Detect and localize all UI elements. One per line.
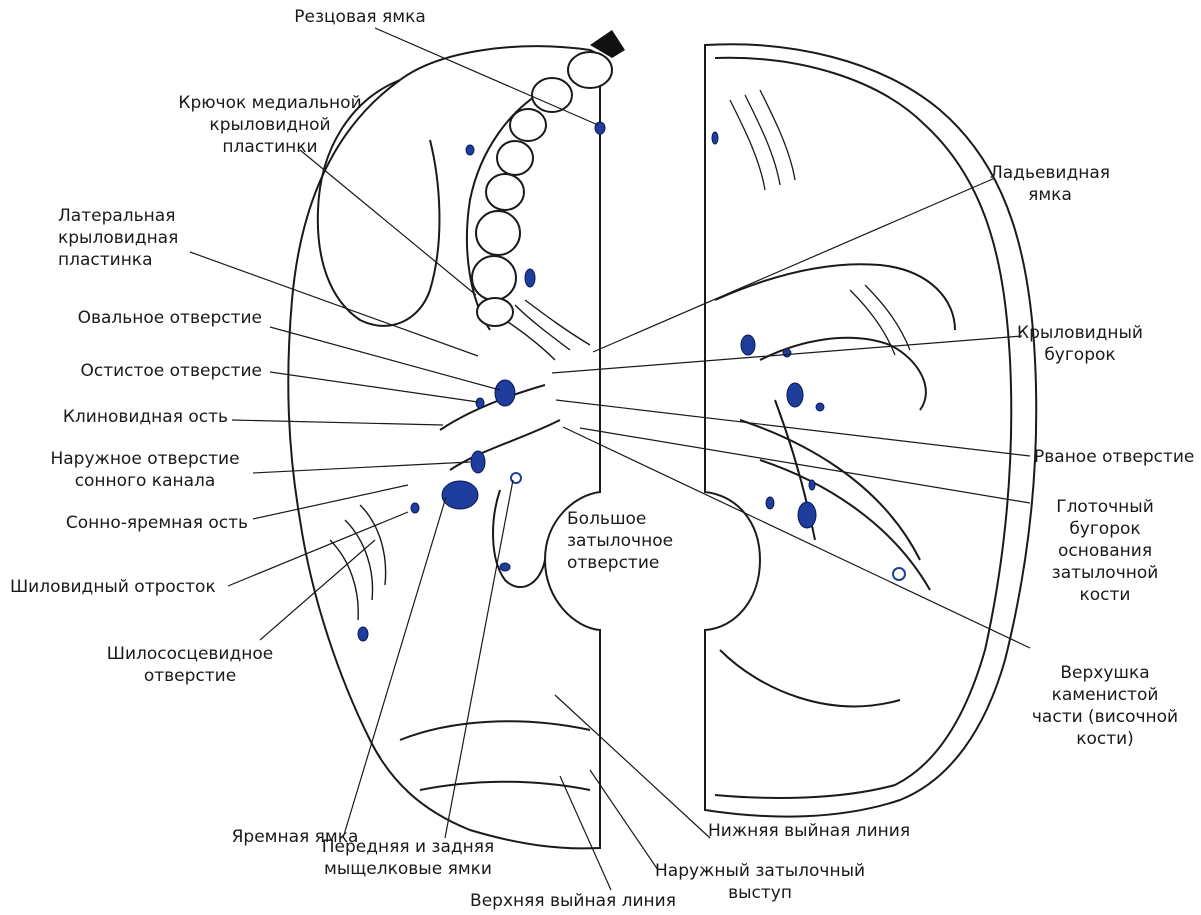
label-foramen-ovale: Овальное отверстие xyxy=(30,307,262,329)
label-pterygoid-tubercle: Крыловидный бугорок xyxy=(1010,322,1150,366)
label-lateral-plate: Латеральная крыловидная пластинка xyxy=(58,205,238,271)
right-hatching xyxy=(730,90,910,355)
label-scaphoid-fossa: Ладьевидная ямка xyxy=(970,162,1130,206)
label-sphenoid-spine: Клиновидная ость xyxy=(20,406,228,428)
right-skull-half xyxy=(705,44,1036,816)
right-skull-outline xyxy=(705,44,1036,816)
label-foramen-lacerum: Рваное отверстие xyxy=(1034,446,1199,468)
label-external-occipital-protuberance: Наружный затылочный выступ xyxy=(655,860,865,904)
label-condylar-fossae: Передняя и задняя мыщелковые ямки xyxy=(318,836,498,880)
left-occipital-condyle xyxy=(493,490,545,587)
label-stylomastoid-foramen: Шилососцевидное отверстие xyxy=(90,643,290,687)
label-foramen-magnum: Большое затылочное отверстие xyxy=(567,508,697,574)
label-styloid-process: Шиловидный отросток xyxy=(10,576,230,598)
label-caroticojugular-spine: Сонно-яремная ость xyxy=(2,512,248,534)
label-hamulus: Крючок медиальной крыловидной пластинки xyxy=(160,92,380,158)
label-petrous-apex: Верхушка каменистой части (височной кост… xyxy=(1020,662,1190,750)
left-pterygoid-region xyxy=(505,300,590,360)
label-carotid-canal: Наружное отверстие сонного канала xyxy=(40,448,250,492)
label-incisive-fossa: Резцовая ямка xyxy=(245,6,475,28)
teeth-row xyxy=(472,52,612,326)
right-lesser-wing xyxy=(715,264,955,330)
label-foramen-spinosum: Остистое отверстие xyxy=(30,360,262,382)
label-superior-nuchal-line: Верхняя выйная линия xyxy=(468,890,678,912)
label-inferior-nuchal-line: Нижняя выйная линия xyxy=(708,820,928,842)
left-mastoid-region xyxy=(330,505,386,620)
right-middle-fossa xyxy=(760,338,926,410)
right-occipital-fossa xyxy=(720,650,900,706)
left-skull-half xyxy=(288,46,600,848)
label-pharyngeal-tubercle: Глоточный бугорок основания затылочной к… xyxy=(1030,496,1180,606)
